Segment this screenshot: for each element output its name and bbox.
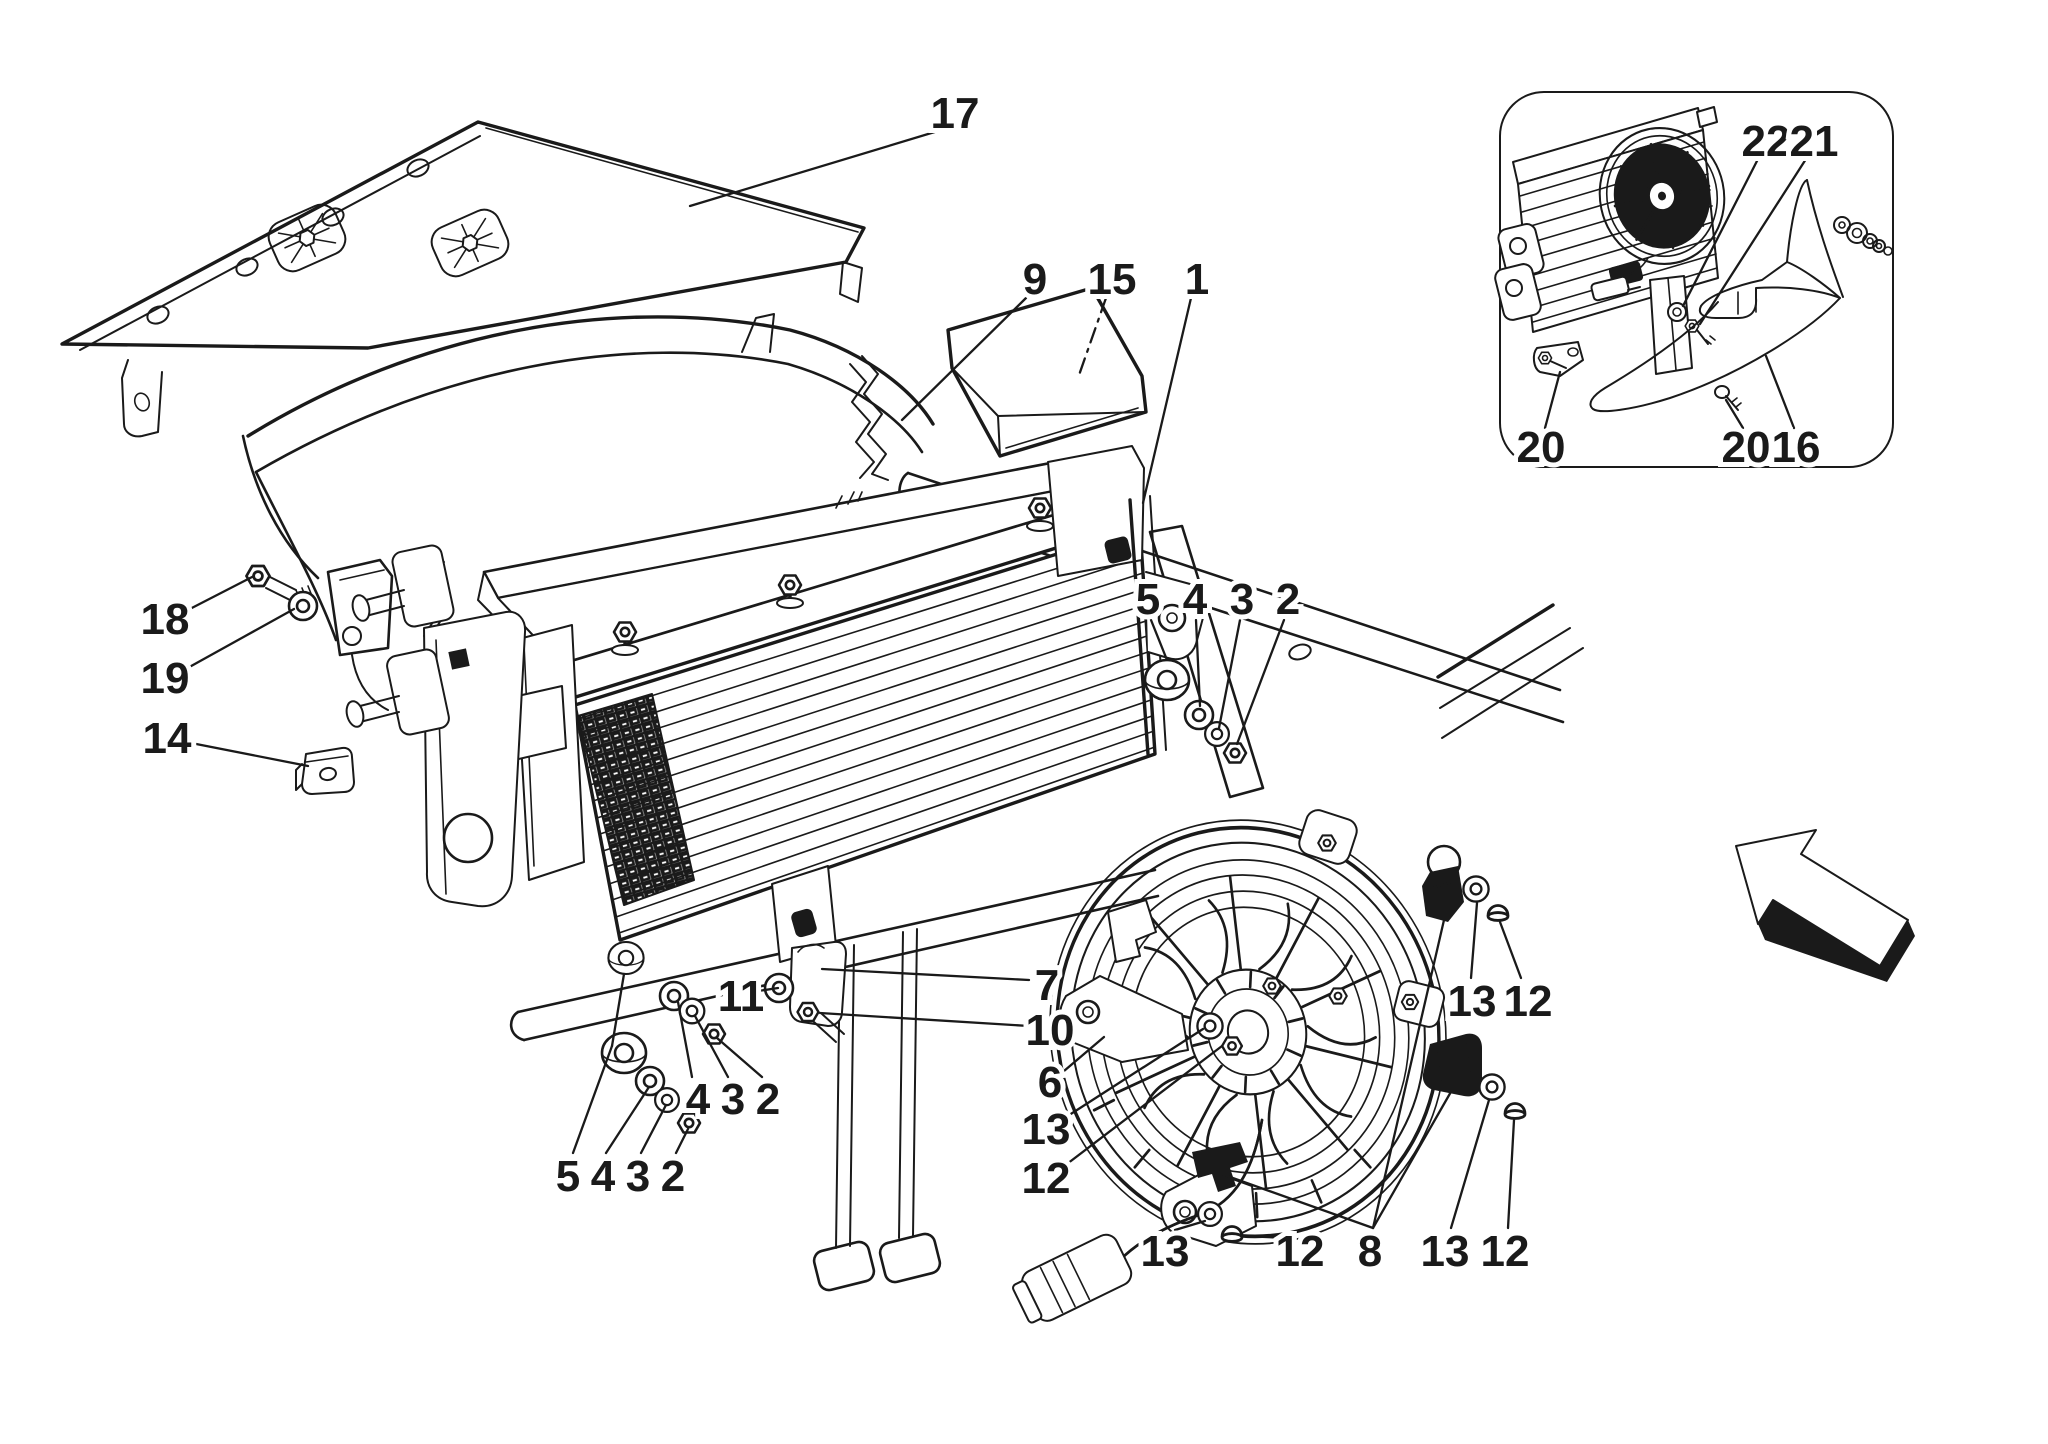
- beam-stud-3: [1026, 497, 1054, 532]
- callout-12: 12: [1504, 977, 1553, 1026]
- callout-16: 16: [1772, 423, 1821, 472]
- callout-11: 11: [718, 972, 765, 1021]
- callout-20: 20: [1517, 423, 1566, 472]
- oil-cooler-radiator: [345, 286, 1207, 976]
- leader-line-8: [1214, 1170, 1375, 1230]
- washer-19: [287, 590, 319, 622]
- callout-4: 4: [1183, 575, 1208, 624]
- leader-line-13: [1061, 1027, 1205, 1121]
- washer-stack-upper-left: [658, 980, 727, 1045]
- callout-12: 12: [1276, 1227, 1325, 1276]
- leader-line-2: [715, 1036, 764, 1079]
- callout-4: 4: [686, 1075, 711, 1124]
- callout-2: 2: [1276, 575, 1300, 624]
- callout-5: 5: [556, 1152, 580, 1201]
- callout-6: 6: [1038, 1058, 1062, 1107]
- mount-plate-cluster: [763, 940, 847, 1043]
- leader-line-5: [610, 972, 626, 1048]
- leader-line-4: [676, 1000, 694, 1079]
- leader-line-12: [1061, 1044, 1224, 1169]
- callout-7: 7: [1035, 961, 1059, 1010]
- leader-line-13: [1449, 1098, 1491, 1230]
- callout-12: 12: [1481, 1227, 1530, 1276]
- leader-line-7: [820, 967, 1031, 982]
- leader-line-3: [1217, 618, 1242, 730]
- callout-10: 10: [1026, 1006, 1075, 1055]
- callout-13: 13: [1141, 1227, 1190, 1276]
- radiator-top-bracket: [946, 286, 1148, 458]
- leader-line-12: [1239, 1234, 1290, 1240]
- cooling-fan: [1012, 809, 1447, 1324]
- leader-line-5: [571, 1044, 614, 1155]
- leader-line-12: [1498, 920, 1523, 980]
- leader-lines: [182, 129, 1808, 1240]
- leader-line-16: [1764, 354, 1796, 430]
- clip-14: [295, 746, 355, 795]
- leader-line-4: [1194, 618, 1202, 708]
- leader-line-18: [182, 574, 256, 614]
- leader-line-5: [1149, 618, 1169, 662]
- cover-panel: [60, 120, 866, 438]
- leader-line-13: [1469, 901, 1479, 980]
- leader-line-17: [688, 129, 940, 208]
- leader-line-22: [1681, 157, 1760, 308]
- beam-stud-2: [776, 574, 804, 609]
- callout-3: 3: [1230, 575, 1254, 624]
- callout-22: 22: [1742, 117, 1791, 166]
- leader-line-20: [1724, 398, 1745, 430]
- leader-line-13: [1173, 1219, 1207, 1232]
- callout-19: 19: [141, 654, 190, 703]
- callout-9: 9: [1023, 255, 1047, 304]
- leader-line-19: [182, 607, 296, 672]
- callout-13: 13: [1022, 1105, 1071, 1154]
- bolt-10: [796, 1001, 845, 1043]
- callout-3: 3: [721, 1075, 745, 1124]
- leader-line-8: [1371, 918, 1446, 1230]
- leader-line-15: [1076, 296, 1108, 380]
- callout-20: 20: [1722, 423, 1771, 472]
- callout-8: 8: [1358, 1227, 1382, 1276]
- leader-line-3: [639, 1103, 668, 1155]
- leader-line-2: [674, 1127, 690, 1155]
- callout-15: 15: [1088, 255, 1137, 304]
- leader-line-3: [693, 1014, 730, 1079]
- inset-bolt-21: [1684, 319, 1716, 345]
- callout-18: 18: [141, 595, 190, 644]
- callout-1: 1: [1185, 255, 1209, 304]
- beam-stud-1: [611, 621, 639, 656]
- leader-line-11: [756, 986, 780, 993]
- callout-2: 2: [661, 1152, 685, 1201]
- callout-14: 14: [143, 714, 192, 763]
- leader-line-12: [1506, 1118, 1516, 1230]
- leader-line-20: [1543, 370, 1562, 430]
- callout-12: 12: [1022, 1154, 1071, 1203]
- callout-17: 17: [931, 89, 980, 138]
- fan-fixing-kit: [1422, 844, 1527, 1120]
- callout-13: 13: [1448, 977, 1497, 1026]
- callout-13: 13: [1421, 1227, 1470, 1276]
- leader-line-4: [604, 1085, 651, 1155]
- leader-line-2: [1235, 618, 1286, 746]
- leader-line-10: [818, 1011, 1031, 1028]
- leader-line-8: [1371, 1088, 1454, 1230]
- callout-21: 21: [1790, 117, 1839, 166]
- inset-detail: [1494, 91, 1894, 468]
- leader-line-14: [184, 740, 310, 768]
- grommet-stack-right: [1143, 658, 1248, 764]
- leader-line-1: [1141, 296, 1193, 505]
- leader-line-21: [1698, 157, 1808, 326]
- callout-2: 2: [756, 1075, 780, 1124]
- left-pin-mount-2: [345, 648, 450, 736]
- callout-5: 5: [1136, 575, 1160, 624]
- leader-line-6: [1062, 1035, 1106, 1073]
- direction-arrow-icon: [1735, 829, 1915, 982]
- left-pin-mount-1: [351, 544, 455, 628]
- leader-line-9: [900, 296, 1028, 422]
- callout-4: 4: [591, 1152, 616, 1201]
- callout-3: 3: [626, 1152, 650, 1201]
